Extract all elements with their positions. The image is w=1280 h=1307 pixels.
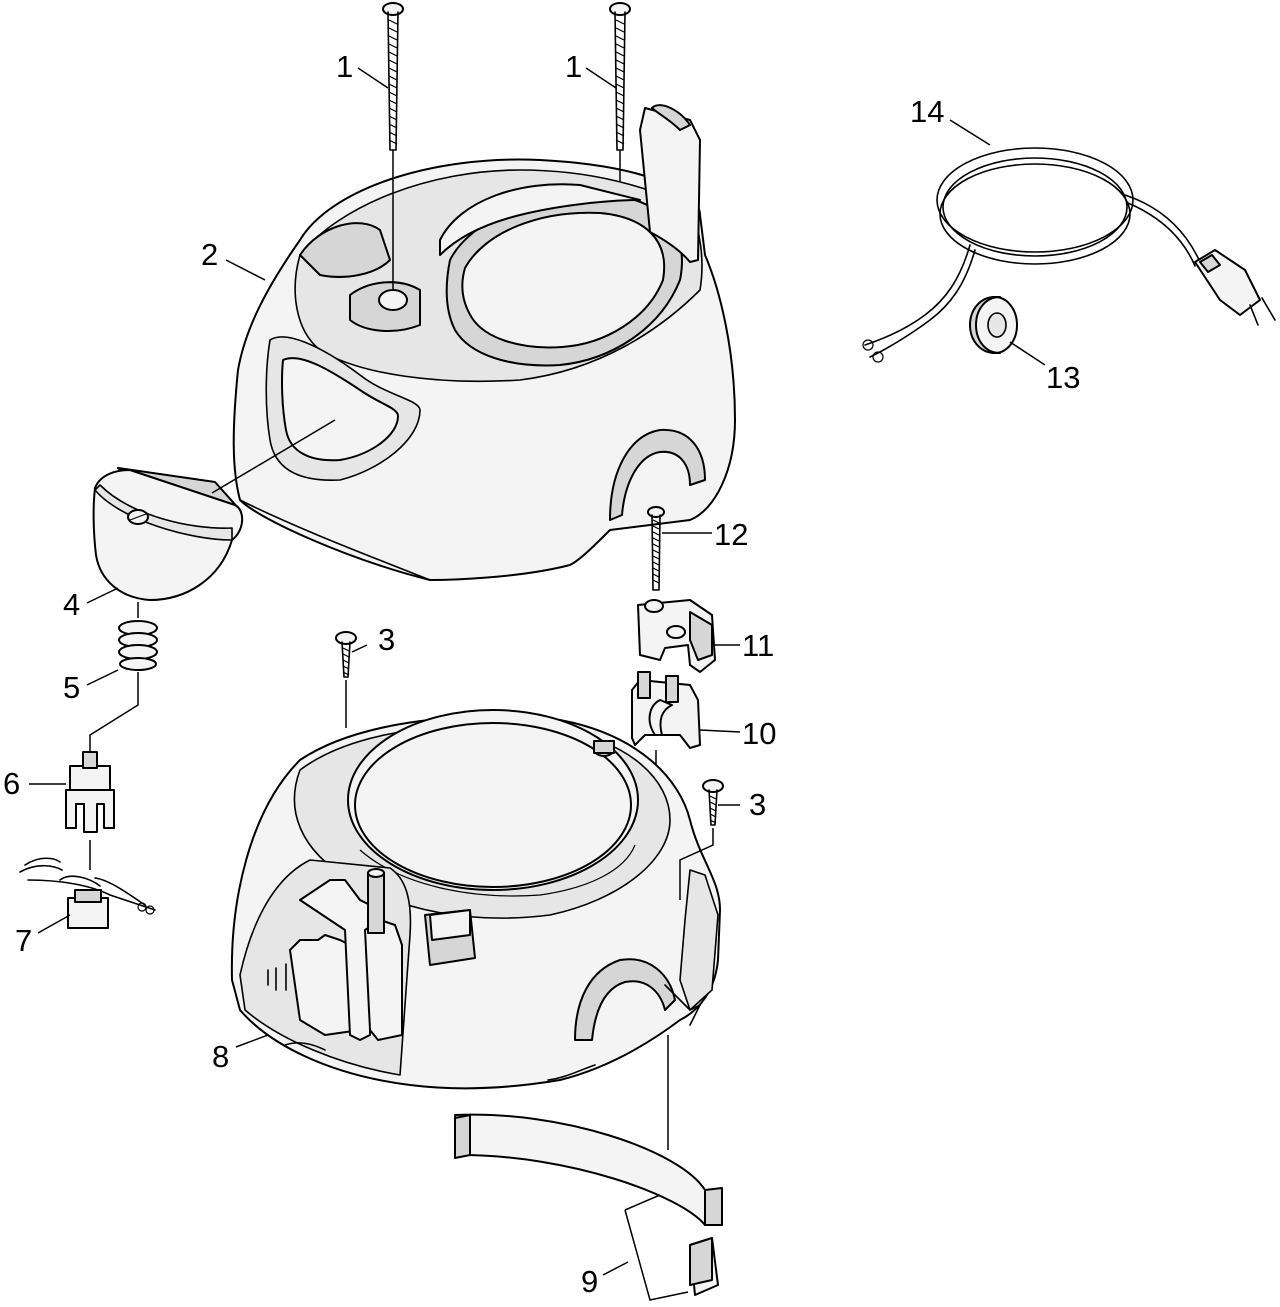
callout-3-lower: 3 — [749, 787, 766, 822]
callout-leaders — [29, 67, 1046, 1276]
short-screw-upper — [335, 631, 357, 728]
long-screw-right — [609, 2, 631, 182]
callout-10: 10 — [742, 716, 776, 751]
callout-2: 2 — [201, 237, 218, 272]
callout-5: 5 — [63, 670, 80, 705]
callout-12: 12 — [714, 517, 748, 552]
callout-labels: 1 1 2 3 3 4 5 6 7 8 9 10 11 12 13 14 — [3, 49, 1080, 1299]
power-cord — [862, 147, 1276, 363]
callout-7: 7 — [15, 923, 32, 958]
callout-9: 9 — [581, 1264, 598, 1299]
switch-cover — [92, 419, 336, 601]
long-screw-left — [382, 2, 404, 290]
short-screw-lower — [679, 779, 724, 900]
callout-8: 8 — [212, 1039, 229, 1074]
switch — [65, 751, 115, 870]
callout-6: 6 — [3, 766, 20, 801]
motor-housing — [230, 709, 721, 1090]
holder-10 — [631, 671, 701, 765]
callout-14: 14 — [910, 94, 944, 129]
holder-11 — [637, 599, 716, 673]
callout-13: 13 — [1046, 360, 1080, 395]
spring — [89, 602, 158, 752]
callout-1-right: 1 — [565, 49, 582, 84]
carbon-brush — [19, 857, 156, 929]
callout-3-upper: 3 — [378, 622, 395, 657]
motor-cover — [232, 104, 736, 581]
screw-12 — [647, 506, 665, 591]
ferrite-ring — [969, 296, 1018, 354]
callout-1-left: 1 — [336, 49, 353, 84]
callout-11: 11 — [742, 628, 774, 663]
callout-4: 4 — [63, 587, 80, 622]
foam-strip — [454, 1035, 723, 1301]
